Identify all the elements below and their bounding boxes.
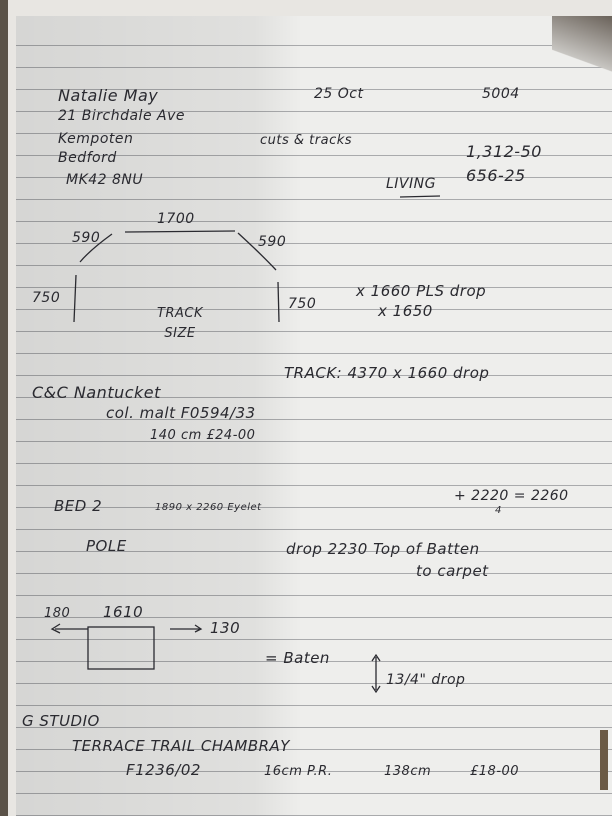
batten-label: = Baten [265,649,330,667]
notebook-page [16,16,612,816]
total-amount: 1,312-50 [466,142,542,161]
address-line-3: Bedford [58,150,117,166]
track-right-side: 750 [288,296,317,312]
fabric-1-price: 140 cm £24-00 [150,428,256,443]
track-left-side: 750 [32,290,61,306]
fabric-1-colour: col. malt F0594/33 [106,404,256,422]
fabric-2-repeat: 16cm P.R. [264,764,333,779]
fabric-1-supplier: C&C Nantucket [32,383,161,402]
bed2-pole: POLE [86,537,127,555]
fabric-2-price: £18-00 [470,764,520,779]
job-description: cuts & tracks [260,133,353,148]
batten-left: 180 [44,606,71,621]
bed2-drop-note-2: to carpet [416,562,489,580]
track-summary: TRACK: 4370 x 1660 drop [284,364,490,382]
track-size-label: TRACK SIZE [157,306,203,341]
customer-name: Natalie May [58,86,159,105]
track-right-angle: 590 [258,234,287,250]
batten-drop: 13/4" drop [386,672,466,688]
drop-note-1: x 1660 PLS drop [356,282,487,300]
page-corner-fold [552,16,612,86]
binder-edge [600,730,608,790]
address-line-1: 21 Birchdale Ave [58,108,185,124]
bed2-calc: + 2220 = 2260 [454,488,569,504]
bed2-drop-note: drop 2230 Top of Batten [286,540,480,558]
postcode: MK42 8NU [66,172,144,188]
fabric-2-name: TERRACE TRAIL CHAMBRAY [72,737,290,755]
track-left-angle: 590 [72,230,101,246]
track-top-measure: 1700 [157,211,195,227]
room-amount: 656-25 [466,166,526,185]
bed2-room: BED 2 [54,497,103,515]
bed2-calc-sub: 4 [495,505,502,516]
date: 25 Oct [314,86,364,102]
reference-number: 5004 [482,86,520,102]
address-line-2: Kempoten [58,131,134,147]
fabric-2-code: F1236/02 [126,761,201,779]
room-label: LIVING [386,176,436,192]
bed2-size: 1890 x 2260 Eyelet [155,502,262,513]
fabric-2-supplier: G STUDIO [22,712,100,730]
fabric-2-width: 138cm [384,764,432,779]
batten-width: 1610 [103,603,144,621]
drop-note-2: x 1650 [378,302,433,320]
batten-right: 130 [210,619,241,637]
